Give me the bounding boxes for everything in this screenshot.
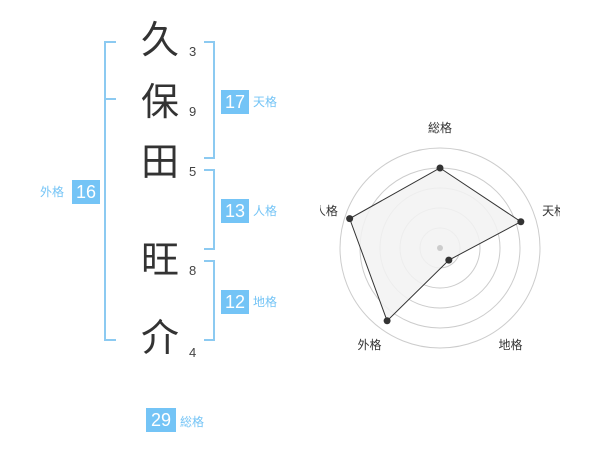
- radar-polygon: [349, 167, 522, 322]
- chikaku-value: 12: [221, 290, 249, 314]
- radar-point-2: [517, 218, 525, 226]
- radar-point-1: [436, 164, 444, 172]
- radar-center-dot: [437, 245, 443, 251]
- name-char-4: 旺: [140, 238, 179, 282]
- soukaku-label: 総格: [180, 415, 205, 429]
- gaikaku-value: 16: [72, 180, 100, 204]
- stroke-count-1: 3: [189, 44, 197, 59]
- name-char-3: 田: [140, 140, 179, 184]
- chikaku-label: 地格: [253, 295, 278, 309]
- stroke-count-2: 9: [189, 104, 197, 119]
- radar-axis-label-5: 人格: [320, 203, 338, 218]
- radar-point-3: [445, 256, 453, 264]
- stroke-count-5: 4: [189, 345, 197, 360]
- tenkaku-bracket: [204, 41, 215, 159]
- jinkaku-value: 13: [221, 199, 249, 223]
- fortune-radar-chart: 総格天格地格 外格 人格: [320, 120, 560, 352]
- radar-point-5: [346, 215, 354, 223]
- tenkaku-value: 17: [221, 90, 249, 114]
- radar-axis-label-1: 総格: [428, 120, 452, 135]
- radar-ring: [339, 147, 541, 349]
- name-char-1: 久: [140, 18, 179, 62]
- radar-axis-label-2: 天格: [542, 203, 560, 218]
- stroke-count-4: 8: [189, 263, 197, 278]
- radar-points: [346, 164, 525, 325]
- gaikaku-bracket: [104, 41, 116, 341]
- radar-axis-label-4: 外格: [357, 337, 381, 352]
- soukaku-value: 29: [146, 408, 176, 432]
- radar-point-4: [383, 317, 391, 325]
- tenkaku-label: 天格: [253, 95, 278, 109]
- gaikaku-bracket-tick: [104, 98, 116, 100]
- name-char-2: 保: [140, 80, 179, 124]
- name-char-5: 介: [140, 316, 179, 360]
- chikaku-bracket: [204, 260, 215, 341]
- stroke-count-3: 5: [189, 164, 197, 179]
- jinkaku-bracket: [204, 169, 215, 250]
- jinkaku-label: 人格: [253, 204, 278, 218]
- radar-labels: 総格天格地格 外格 人格: [320, 120, 560, 352]
- gaikaku-label: 外格: [40, 185, 65, 199]
- radar-axis-label-3: 地格: [499, 337, 523, 352]
